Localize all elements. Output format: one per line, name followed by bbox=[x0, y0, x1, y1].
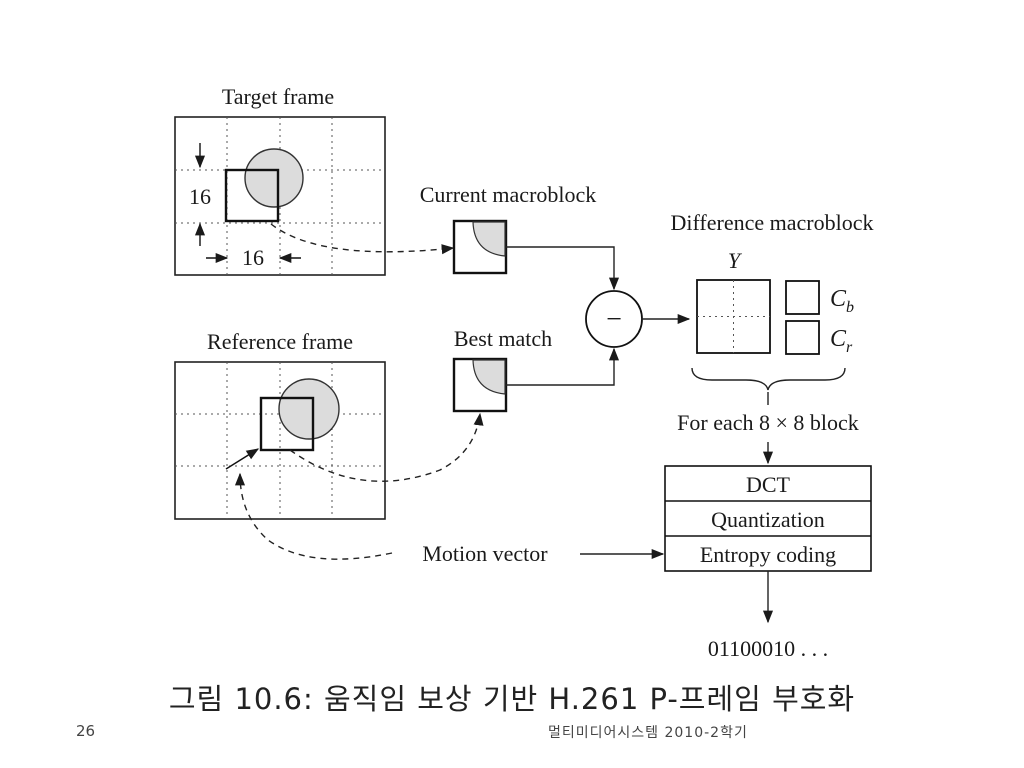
luma-label: Y bbox=[728, 248, 743, 273]
dct-stage: DCT bbox=[746, 472, 791, 497]
for-each-block-label: For each 8 × 8 block bbox=[677, 410, 859, 435]
minus-symbol: − bbox=[606, 304, 622, 335]
reference-to-bestmatch-curve bbox=[289, 412, 484, 482]
cb-label: Cb bbox=[830, 286, 854, 316]
best-match-label: Best match bbox=[454, 326, 552, 351]
reference-best-match-block bbox=[259, 396, 315, 452]
motion-vector-curve bbox=[234, 472, 393, 560]
motion-vector-label: Motion vector bbox=[422, 541, 548, 566]
cr-block bbox=[785, 320, 820, 355]
difference-macroblock-label: Difference macroblock bbox=[671, 210, 874, 235]
cr-subscript: r bbox=[846, 339, 853, 356]
dim-width-label: 16 bbox=[242, 245, 264, 270]
target-macroblock bbox=[224, 168, 280, 223]
coding-pipeline: DCT Quantization Entropy coding bbox=[664, 465, 872, 572]
course-footer: 멀티미디어시스템 2010-2학기 bbox=[548, 725, 748, 741]
current-macroblock bbox=[452, 219, 508, 275]
target-to-current-curve bbox=[270, 223, 455, 255]
target-frame-title: Target frame bbox=[222, 84, 334, 109]
current-to-subtractor bbox=[506, 246, 620, 291]
reference-motion-arrow bbox=[225, 448, 260, 470]
h261-pframe-diagram: Target frame 16 16 Current macroblock − … bbox=[174, 84, 874, 661]
cb-subscript: b bbox=[846, 299, 854, 316]
dim-height-label: 16 bbox=[189, 184, 211, 209]
reference-object-circle bbox=[278, 378, 340, 440]
best-match-macroblock bbox=[452, 357, 508, 413]
cr-label: Cr bbox=[830, 326, 853, 356]
current-macroblock-label: Current macroblock bbox=[420, 182, 597, 207]
output-bitstream: 01100010 . . . bbox=[708, 636, 828, 661]
target-object-circle bbox=[244, 148, 304, 208]
reference-frame bbox=[174, 361, 386, 520]
slide-caption: 그림 10.6: 움직임 보상 기반 H.261 P-프레임 부호화 bbox=[168, 682, 856, 716]
cb-block bbox=[785, 280, 820, 315]
target-frame: 16 16 bbox=[174, 116, 386, 276]
difference-brace bbox=[691, 367, 846, 391]
reference-frame-title: Reference frame bbox=[207, 329, 353, 354]
page-number: 26 bbox=[76, 722, 96, 740]
entropy-coding-stage: Entropy coding bbox=[700, 542, 836, 567]
luma-block bbox=[696, 279, 771, 354]
bestmatch-to-subtractor bbox=[506, 347, 620, 386]
quantization-stage: Quantization bbox=[711, 507, 825, 532]
